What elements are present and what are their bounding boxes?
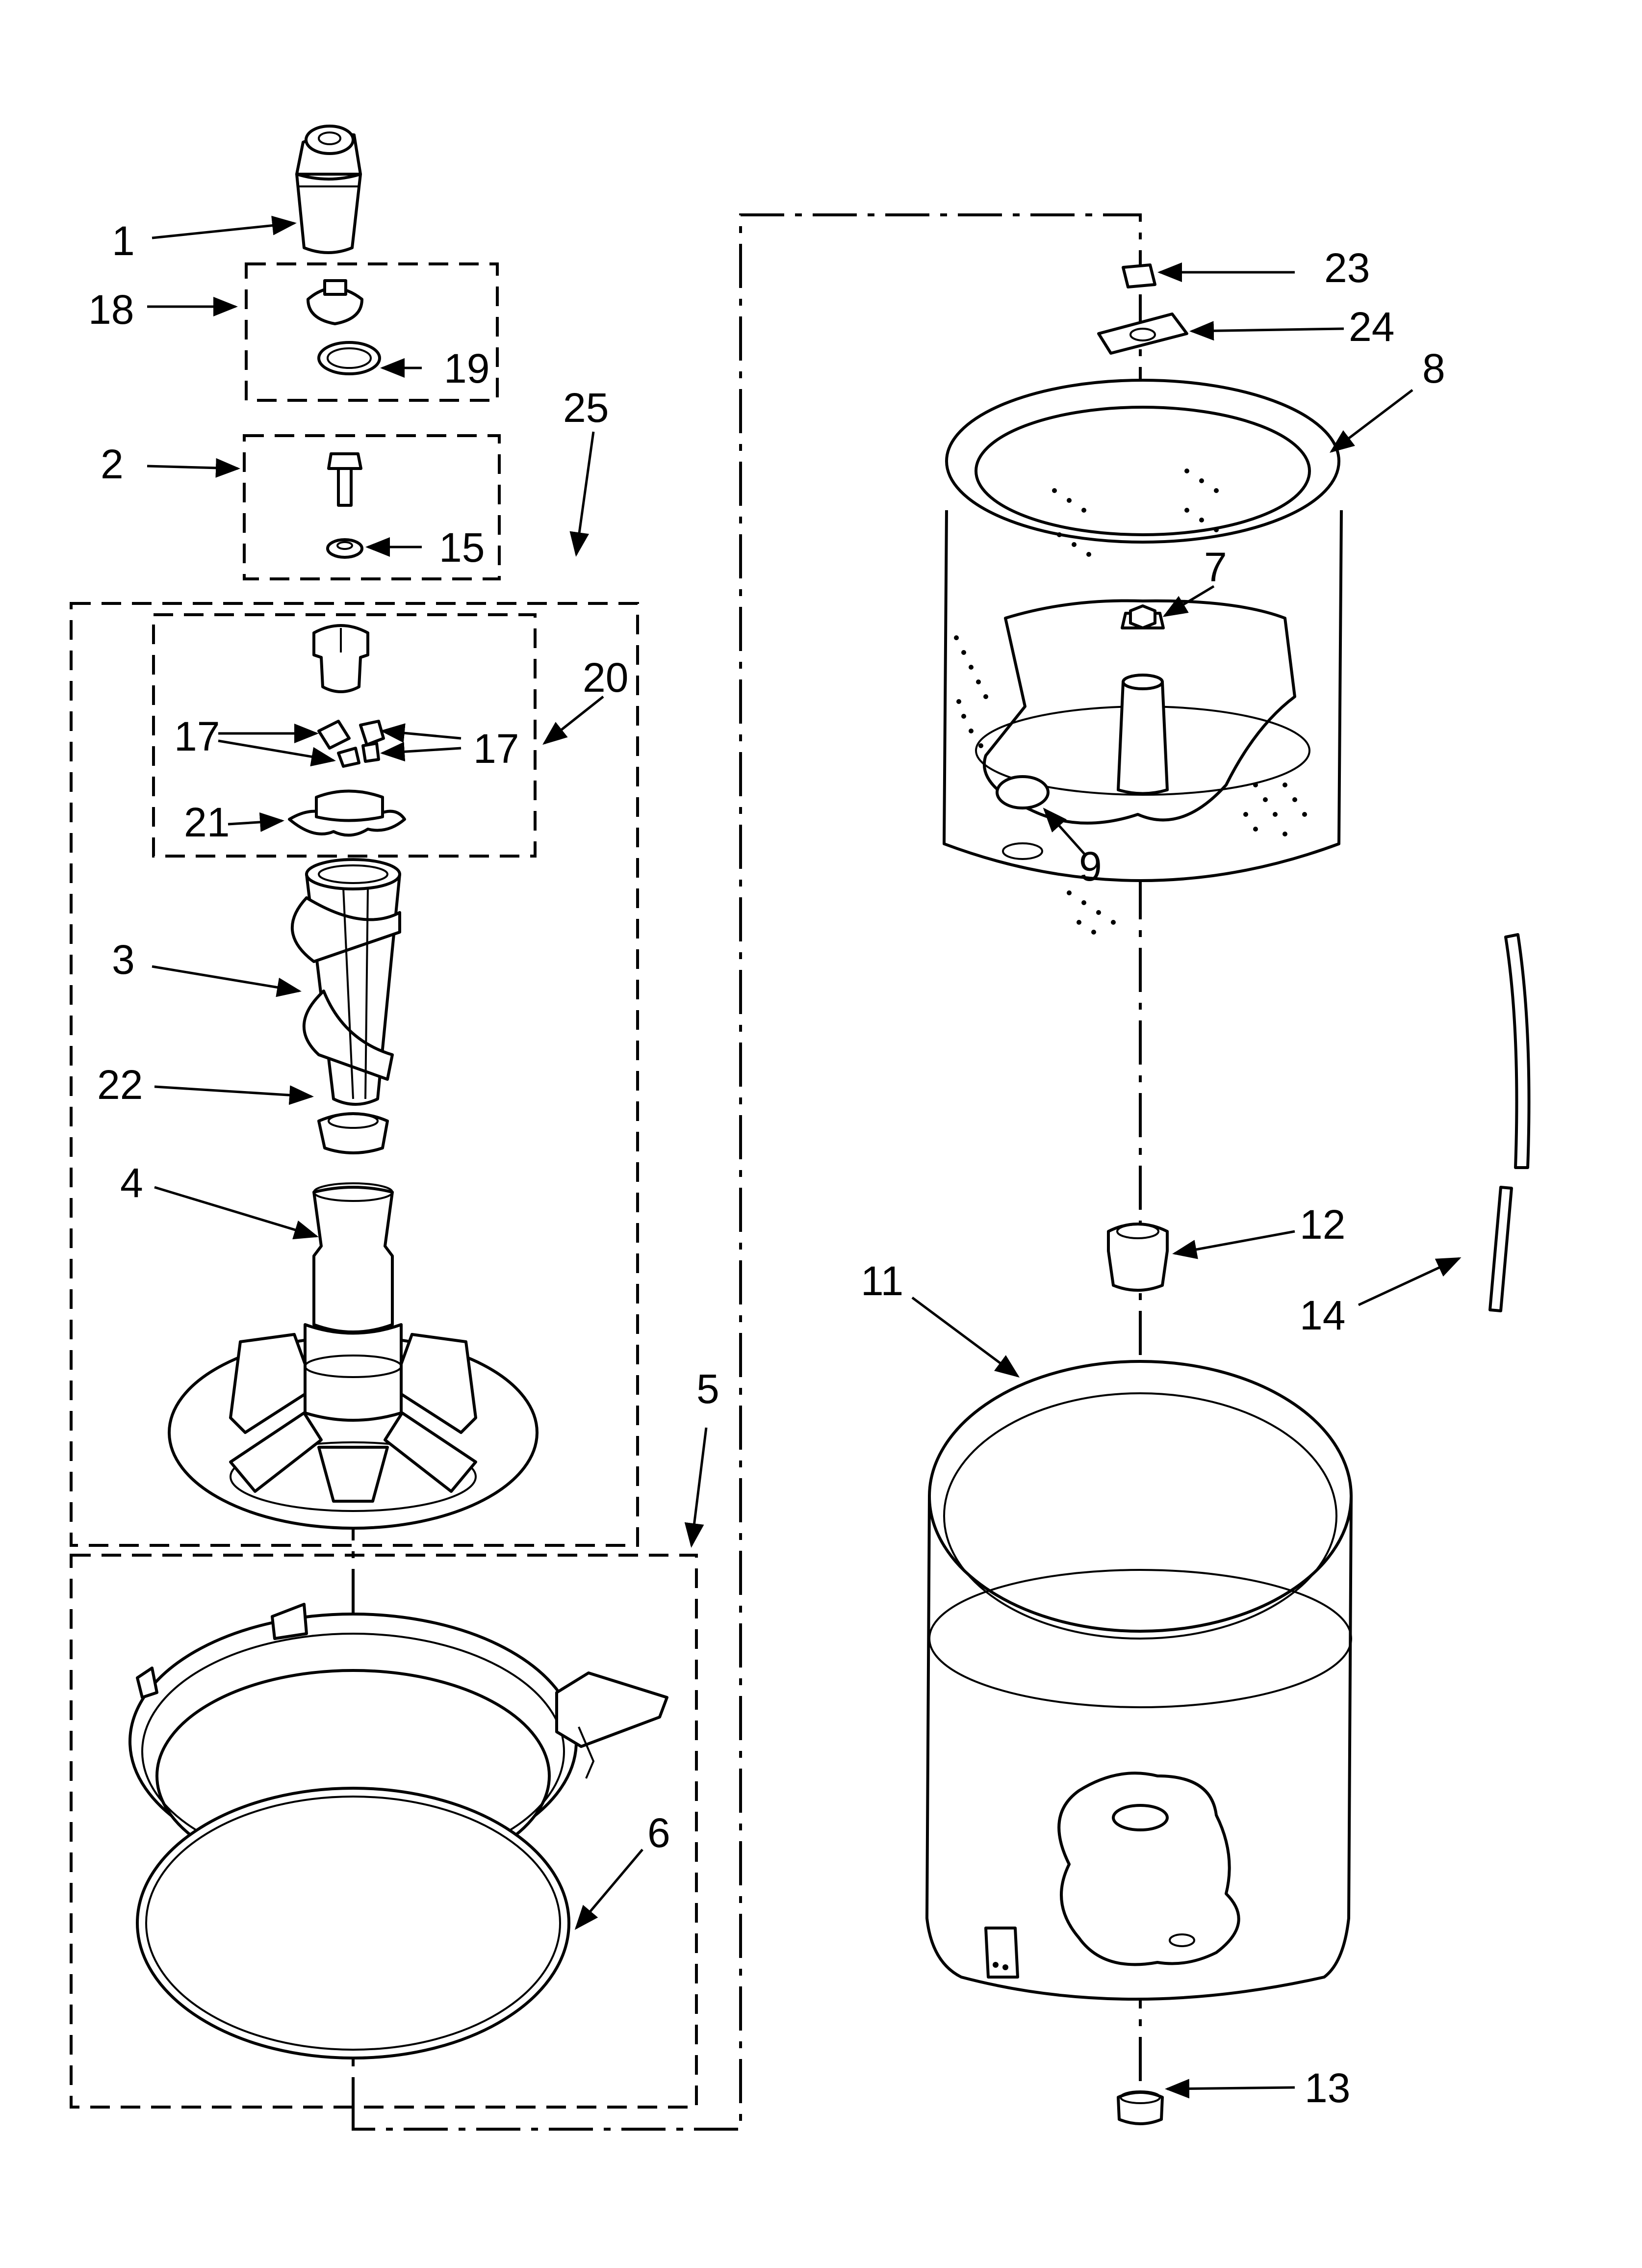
agitator-dog-lower-right xyxy=(361,742,380,763)
callout-5: 5 xyxy=(696,1366,719,1412)
group-box-2 xyxy=(243,434,501,580)
callout-12: 12 xyxy=(1300,1201,1345,1248)
callout-1: 1 xyxy=(112,218,135,264)
group-box-18 xyxy=(245,262,499,402)
callout-19: 19 xyxy=(444,345,489,391)
callout-7: 7 xyxy=(1204,544,1227,590)
tub-hold-down-nut xyxy=(1097,313,1188,355)
dispenser-cap xyxy=(307,279,363,325)
callout-labels: 1 18 19 25 2 15 20 17 17 21 3 22 4 5 6 2… xyxy=(88,218,1445,2111)
callout-9: 9 xyxy=(1079,843,1102,889)
agitator-dog-right xyxy=(359,720,385,746)
agitator-bolt xyxy=(327,452,362,507)
group-box-5 xyxy=(70,1554,698,2109)
agitator-cam xyxy=(312,624,369,693)
callout-8: 8 xyxy=(1422,345,1445,391)
basket-drive-nut xyxy=(1129,604,1156,629)
agitator-base xyxy=(168,1182,539,1530)
tub-seal-ring xyxy=(136,1787,570,2059)
callout-6: 6 xyxy=(647,1810,670,1856)
tub-drain-plug xyxy=(1117,2090,1164,2125)
callout-21: 21 xyxy=(184,799,230,845)
agitator-cap-ring xyxy=(317,1112,389,1154)
callout-4: 4 xyxy=(120,1160,143,1206)
assembly-connector-line xyxy=(352,213,1142,2131)
callout-14: 14 xyxy=(1300,1292,1345,1338)
callout-17-right: 17 xyxy=(473,726,519,772)
agitator-dog-lower-left xyxy=(337,747,360,768)
wash-basket xyxy=(943,379,1343,935)
callout-13: 13 xyxy=(1305,2065,1350,2111)
outer-tub xyxy=(925,1360,1353,2001)
callout-11: 11 xyxy=(861,1258,903,1304)
callout-17-left: 17 xyxy=(174,713,220,759)
callout-15: 15 xyxy=(439,524,485,571)
callout-23: 23 xyxy=(1324,245,1370,291)
callout-20: 20 xyxy=(583,654,628,701)
callout-25: 25 xyxy=(563,385,609,431)
cam-drive xyxy=(288,789,406,837)
callout-24: 24 xyxy=(1349,304,1394,350)
callout-3: 3 xyxy=(112,937,135,983)
bolt-washer xyxy=(326,538,363,559)
tub-hold-down-clip xyxy=(1122,263,1156,288)
drive-block xyxy=(1107,1223,1169,1292)
callout-18: 18 xyxy=(88,287,134,333)
agitator-auger xyxy=(290,858,401,1106)
fabric-softener-dispenser xyxy=(295,125,362,254)
hose-tube xyxy=(1488,933,1531,1312)
leader-lines xyxy=(147,215,1462,2099)
callout-2: 2 xyxy=(101,441,124,487)
agitator-dog-left xyxy=(317,720,351,750)
group-box-25 xyxy=(70,602,639,1547)
callout-22: 22 xyxy=(97,1062,143,1108)
group-box-20 xyxy=(152,613,537,858)
